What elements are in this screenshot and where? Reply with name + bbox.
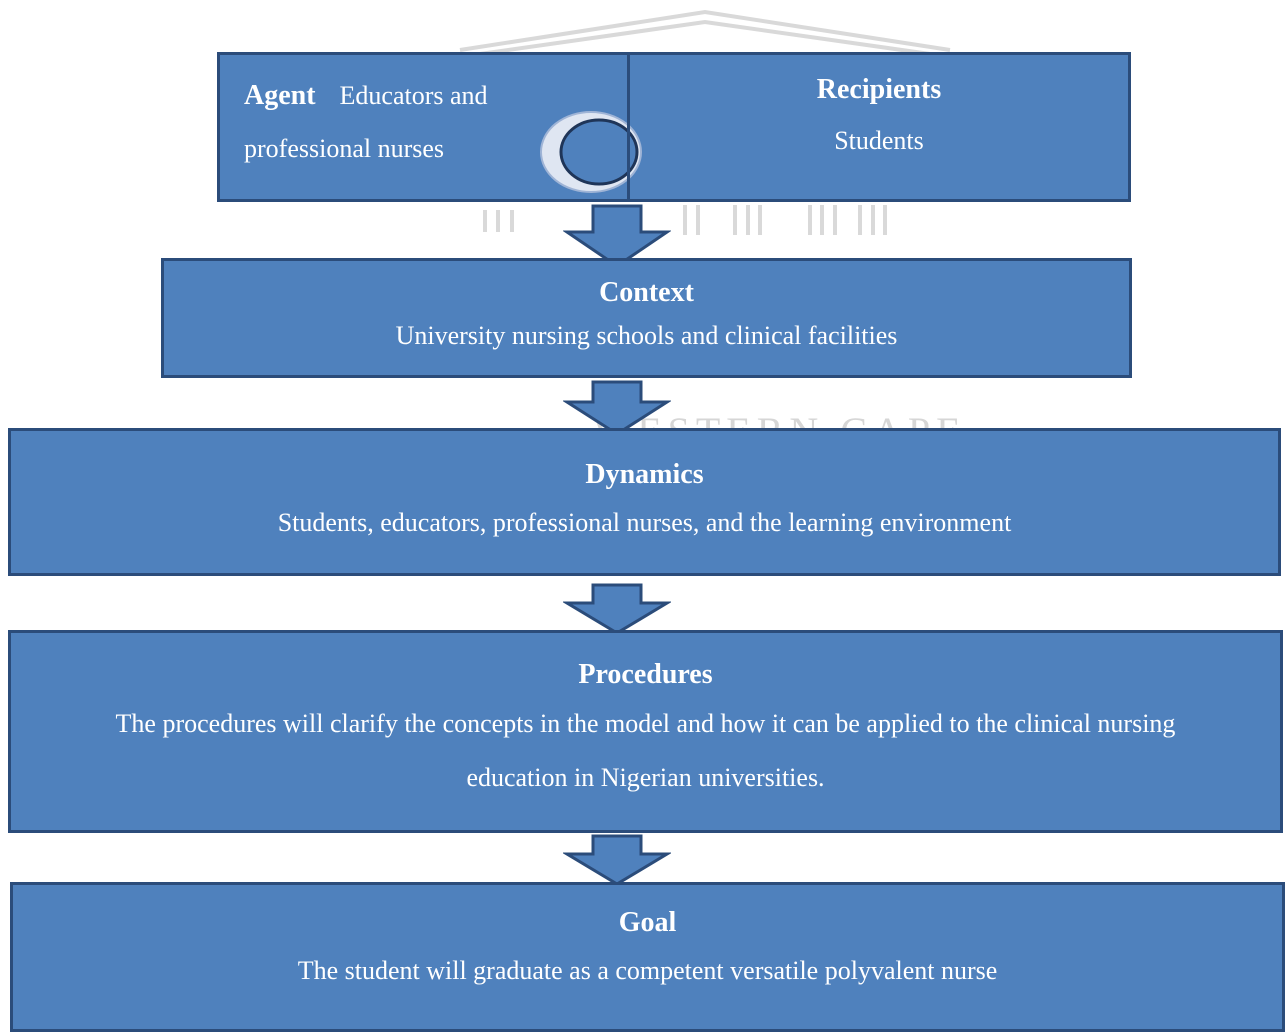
agent-line2: professional nurses: [244, 134, 445, 163]
agent-text: Agent Educators and professional nurses: [244, 65, 544, 171]
procedures-box: Procedures The procedures will clarify t…: [8, 630, 1283, 833]
arrow-down-icon: [563, 583, 671, 635]
goal-text: The student will graduate as a competent…: [297, 956, 998, 985]
agent-line1: Educators and: [339, 81, 488, 110]
recipients-title: Recipients: [816, 74, 942, 105]
crest-logo-icon: [540, 111, 642, 193]
arrow-down-icon: [563, 204, 671, 268]
recipients-section: Recipients Students: [630, 67, 1128, 163]
context-box: Context University nursing schools and c…: [161, 258, 1132, 378]
dynamics-title: Dynamics: [585, 459, 704, 490]
goal-box: Goal The student will graduate as a comp…: [10, 882, 1285, 1032]
context-text: University nursing schools and clinical …: [395, 321, 898, 350]
procedures-title: Procedures: [578, 659, 713, 690]
goal-title: Goal: [618, 907, 677, 938]
arrow-down-icon: [563, 834, 671, 886]
agent-recipients-box: Agent Educators and professional nurses R…: [217, 52, 1131, 202]
procedures-line2: education in Nigerian universities.: [466, 763, 825, 792]
box-divider: [627, 55, 630, 199]
recipients-text: Students: [834, 126, 924, 155]
agent-label: Agent: [244, 80, 316, 111]
context-title: Context: [599, 277, 694, 308]
arrow-down-icon: [563, 380, 671, 436]
procedures-line1: The procedures will clarify the concepts…: [115, 709, 1176, 738]
dynamics-box: Dynamics Students, educators, profession…: [8, 428, 1281, 576]
dynamics-text: Students, educators, professional nurses…: [277, 508, 1012, 537]
